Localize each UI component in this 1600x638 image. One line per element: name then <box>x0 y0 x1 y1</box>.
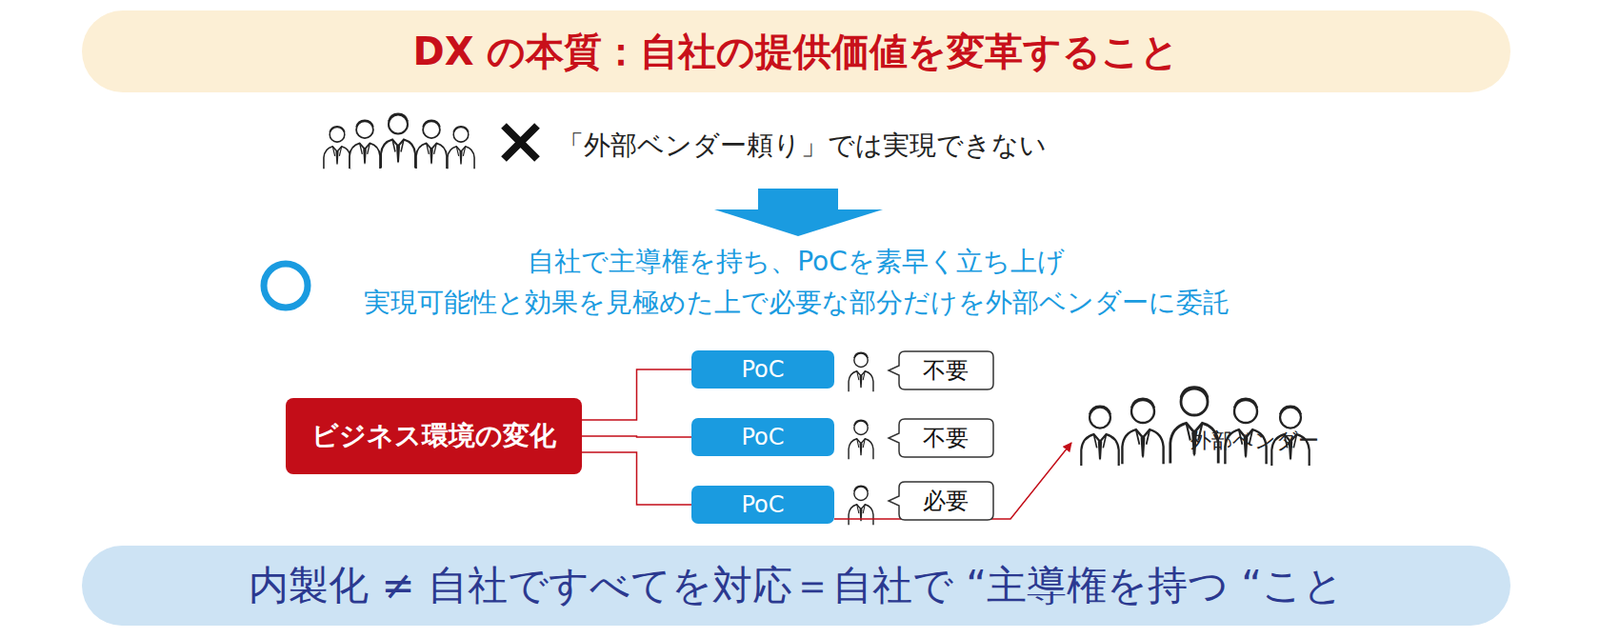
title-text: DX の本質：自社の提供価値を変革すること <box>81 10 1511 93</box>
poc-box: PoC <box>691 485 835 524</box>
connector <box>581 452 692 505</box>
down-arrow <box>714 188 883 237</box>
conclusion-band: 内製化 ≠ 自社ですべてを対応＝自社で “主導権を持つ “こと <box>81 545 1511 626</box>
cross-mark <box>503 125 538 160</box>
node-text: PoC <box>740 356 784 383</box>
speech-bubble: 不要 <box>887 350 995 391</box>
node-text: 不要 <box>922 355 969 386</box>
node-text: 不要 <box>922 422 969 454</box>
poc-box: PoC <box>691 418 835 457</box>
node-text: 内製化 ≠ 自社ですべてを対応＝自社で “主導権を持つ “こと <box>248 559 1344 613</box>
process-box: ビジネス環境の変化 <box>285 398 582 475</box>
bubble-shape <box>888 351 994 390</box>
ok-ring <box>263 263 308 308</box>
bubble-shape <box>888 481 994 520</box>
connector <box>581 369 692 420</box>
poc-box: PoC <box>691 350 835 389</box>
node-text: ビジネス環境の変化 <box>311 418 557 455</box>
speech-bubble: 不要 <box>887 418 995 459</box>
title: DX の本質：自社の提供価値を変革すること <box>413 25 1180 79</box>
node-text: PoC <box>740 491 784 519</box>
people-group <box>323 114 475 170</box>
bubble-shape <box>888 419 994 458</box>
node-text: 必要 <box>922 485 969 517</box>
connector <box>581 436 692 438</box>
note-label: 実現可能性と効果を見極めた上で必要な部分だけを外部ベンダーに委託 <box>285 284 1307 321</box>
vendor-group: 外部ベンダー <box>1071 375 1320 511</box>
vendor-group <box>1080 387 1309 466</box>
node-text: PoC <box>740 423 784 451</box>
note-label: 「外部ベンダー頼り」では実現できない <box>557 127 1047 164</box>
note-label: 自社で主導権を持ち、PoCを素早く立ち上げ <box>285 243 1307 280</box>
node-text: 外部ベンダー <box>1190 426 1320 456</box>
speech-bubble: 必要 <box>887 480 995 521</box>
person-icons <box>848 352 874 525</box>
